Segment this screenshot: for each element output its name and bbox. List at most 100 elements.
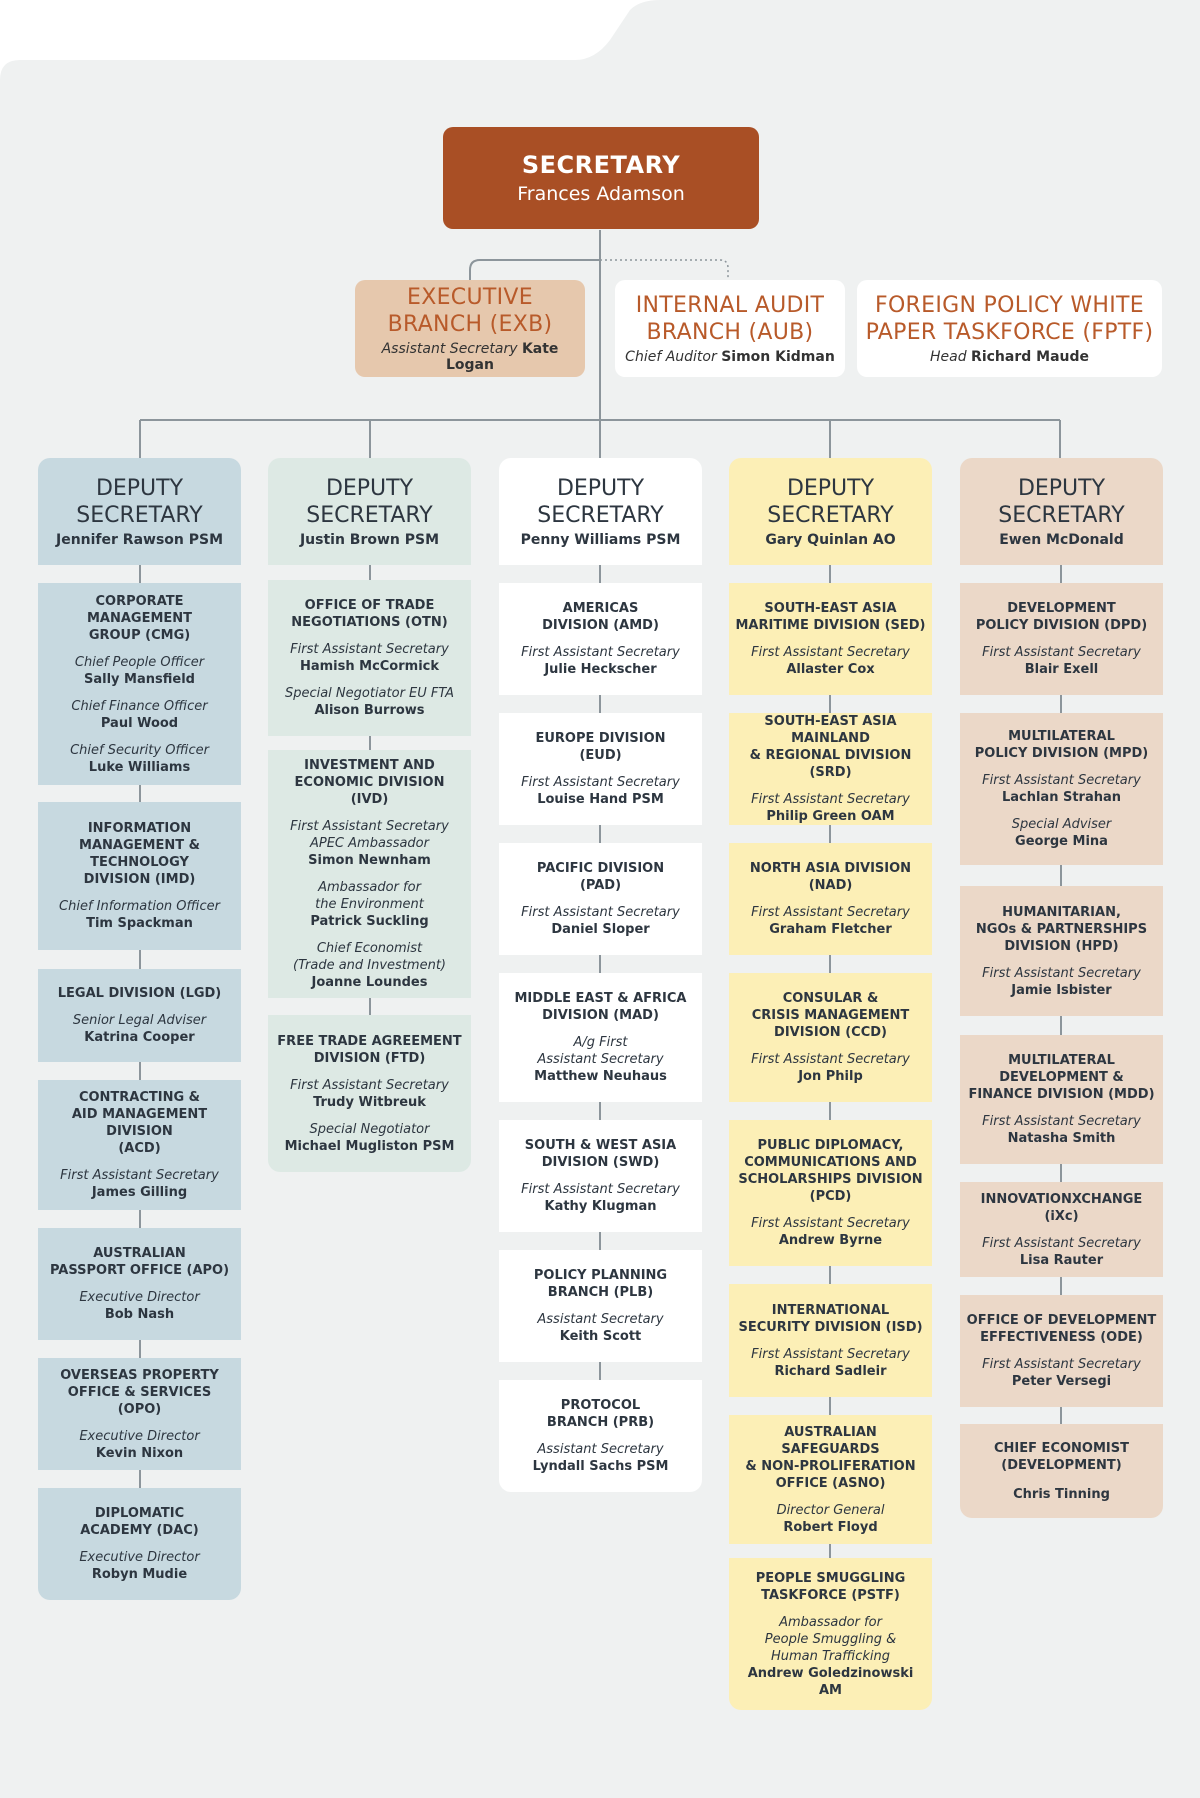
secretary-box: SECRETARY Frances Adamson — [443, 127, 759, 229]
division-name-line: BRANCH (PRB) — [546, 1415, 655, 1430]
division-name: CHIEF ECONOMIST(DEVELOPMENT) — [994, 1440, 1129, 1474]
division-head-role: Executive Director — [79, 1428, 199, 1445]
division-head-role-line: Director General — [776, 1502, 885, 1518]
division-head-role: First Assistant Secretary — [982, 965, 1141, 982]
division-name-line: (PAD) — [579, 878, 622, 893]
division-head-role: First Assistant Secretary — [751, 1346, 910, 1363]
division-name-line: HUMANITARIAN, — [1002, 904, 1121, 920]
division-name-line: TASKFORCE (PSTF) — [761, 1587, 900, 1603]
division-head-name: Kathy Klugman — [544, 1199, 657, 1214]
division-head-name: Andrew Byrne — [778, 1233, 883, 1248]
deputy-title-line: SECRETARY — [767, 503, 894, 528]
division-name: INNOVATIONXCHANGE (iXc) — [966, 1191, 1157, 1225]
division-head-role: Chief Security Officer — [70, 742, 209, 759]
division-box: INNOVATIONXCHANGE (iXc)First Assistant S… — [960, 1182, 1163, 1277]
division-head-role: Chief People Officer — [75, 654, 204, 671]
division-name-line: BRANCH (PLB) — [547, 1285, 654, 1300]
deputy-title-line: SECRETARY — [537, 503, 664, 528]
division-name-line: AMERICAS — [562, 601, 639, 616]
division-name-line: (PCD) — [809, 1189, 852, 1204]
division-head-role-line: First Assistant Secretary — [290, 819, 449, 834]
division-name-line: COMMUNICATIONS AND — [744, 1155, 917, 1170]
division-head-role-line: First Assistant Secretary — [290, 1077, 449, 1093]
division-head-name: Hamish McCormick — [299, 659, 440, 674]
division-head-name: Andrew Goledzinowski AM — [747, 1665, 914, 1698]
branch-head: Assistant Secretary Kate Logan — [361, 341, 579, 373]
division-head-role-line: A/g First — [573, 1035, 628, 1050]
division-head-role-line: First Assistant Secretary — [521, 1182, 680, 1197]
division-name-line: AUSTRALIAN — [93, 1246, 186, 1261]
division-name-line: FREE TRADE AGREEMENT — [277, 1033, 462, 1049]
division-name-line: CHIEF ECONOMIST — [994, 1440, 1129, 1456]
division-head-role: First Assistant Secretary — [751, 1051, 910, 1068]
division-head-role: First Assistant Secretary — [751, 1215, 910, 1232]
division-head-role: First Assistant Secretary — [751, 644, 910, 661]
division-head-name: Katrina Cooper — [84, 1030, 195, 1045]
division-head-role-line: First Assistant Secretary — [982, 1357, 1141, 1372]
division-head-role-line: First Assistant Secretary — [982, 773, 1141, 788]
division-head-name: Daniel Sloper — [551, 922, 650, 937]
division-head-role: First Assistant Secretary — [751, 791, 910, 808]
division-head-role-line: First Assistant Secretary — [521, 775, 680, 790]
division-name-line: MARITIME DIVISION (SED) — [735, 618, 926, 633]
division-name-line: PUBLIC DIPLOMACY, — [757, 1138, 904, 1153]
deputy-title-line: SECRETARY — [76, 503, 203, 528]
division-name-line: ECONOMIC DIVISION (IVD) — [294, 775, 445, 807]
division-head-role: Special Negotiator EU FTA — [285, 685, 454, 702]
division-head-name: George Mina — [1015, 834, 1108, 849]
division-head-role-line: First Assistant Secretary — [751, 1346, 910, 1362]
division-name-line: & NON-PROLIFERATION — [745, 1458, 916, 1474]
division-head-name: Paul Wood — [100, 715, 179, 731]
division-head-role: First Assistant Secretary — [751, 904, 910, 921]
division-name-line: INFORMATION — [87, 821, 192, 836]
division-name-line: INTERNATIONAL — [771, 1302, 890, 1318]
division-head-role-line: First Assistant Secretary — [751, 905, 910, 920]
division-name-line: PROTOCOL — [560, 1398, 641, 1413]
division-name-line: DIVISION (HPD) — [1004, 938, 1119, 954]
division-name-line: & REGIONAL DIVISION (SRD) — [749, 748, 912, 780]
division-head-name: Keith Scott — [559, 1329, 642, 1344]
division-head-role-line: First Assistant Secretary — [751, 1216, 910, 1231]
division-head-role: First Assistant Secretary — [521, 904, 680, 921]
division-name-line: OFFICE OF TRADE — [304, 598, 435, 613]
division-head-role: First Assistant Secretary — [521, 644, 680, 661]
deputy-name: Gary Quinlan AO — [765, 532, 896, 548]
branch-title-line: FOREIGN POLICY WHITE — [874, 293, 1144, 318]
division-box: EUROPE DIVISION(EUD)First Assistant Secr… — [499, 713, 702, 825]
division-box: SOUTH-EAST ASIA MAINLAND& REGIONAL DIVIS… — [729, 713, 932, 825]
division-head-role-line: Chief Finance Officer — [71, 698, 208, 714]
division-name-line: POLICY DIVISION (DPD) — [975, 618, 1148, 633]
division-name-line: POLICY DIVISION (MPD) — [974, 746, 1149, 761]
division-head-role-line: Executive Director — [79, 1428, 200, 1444]
division-head-role: Chief Economist(Trade and Investment) — [293, 940, 446, 974]
division-head-role-line: First Assistant Secretary — [751, 792, 910, 807]
deputy-title-line: DEPUTY — [1017, 476, 1106, 501]
division-name-line: OFFICE OF DEVELOPMENT — [966, 1313, 1157, 1328]
branch-head: Head Richard Maude — [930, 349, 1089, 365]
